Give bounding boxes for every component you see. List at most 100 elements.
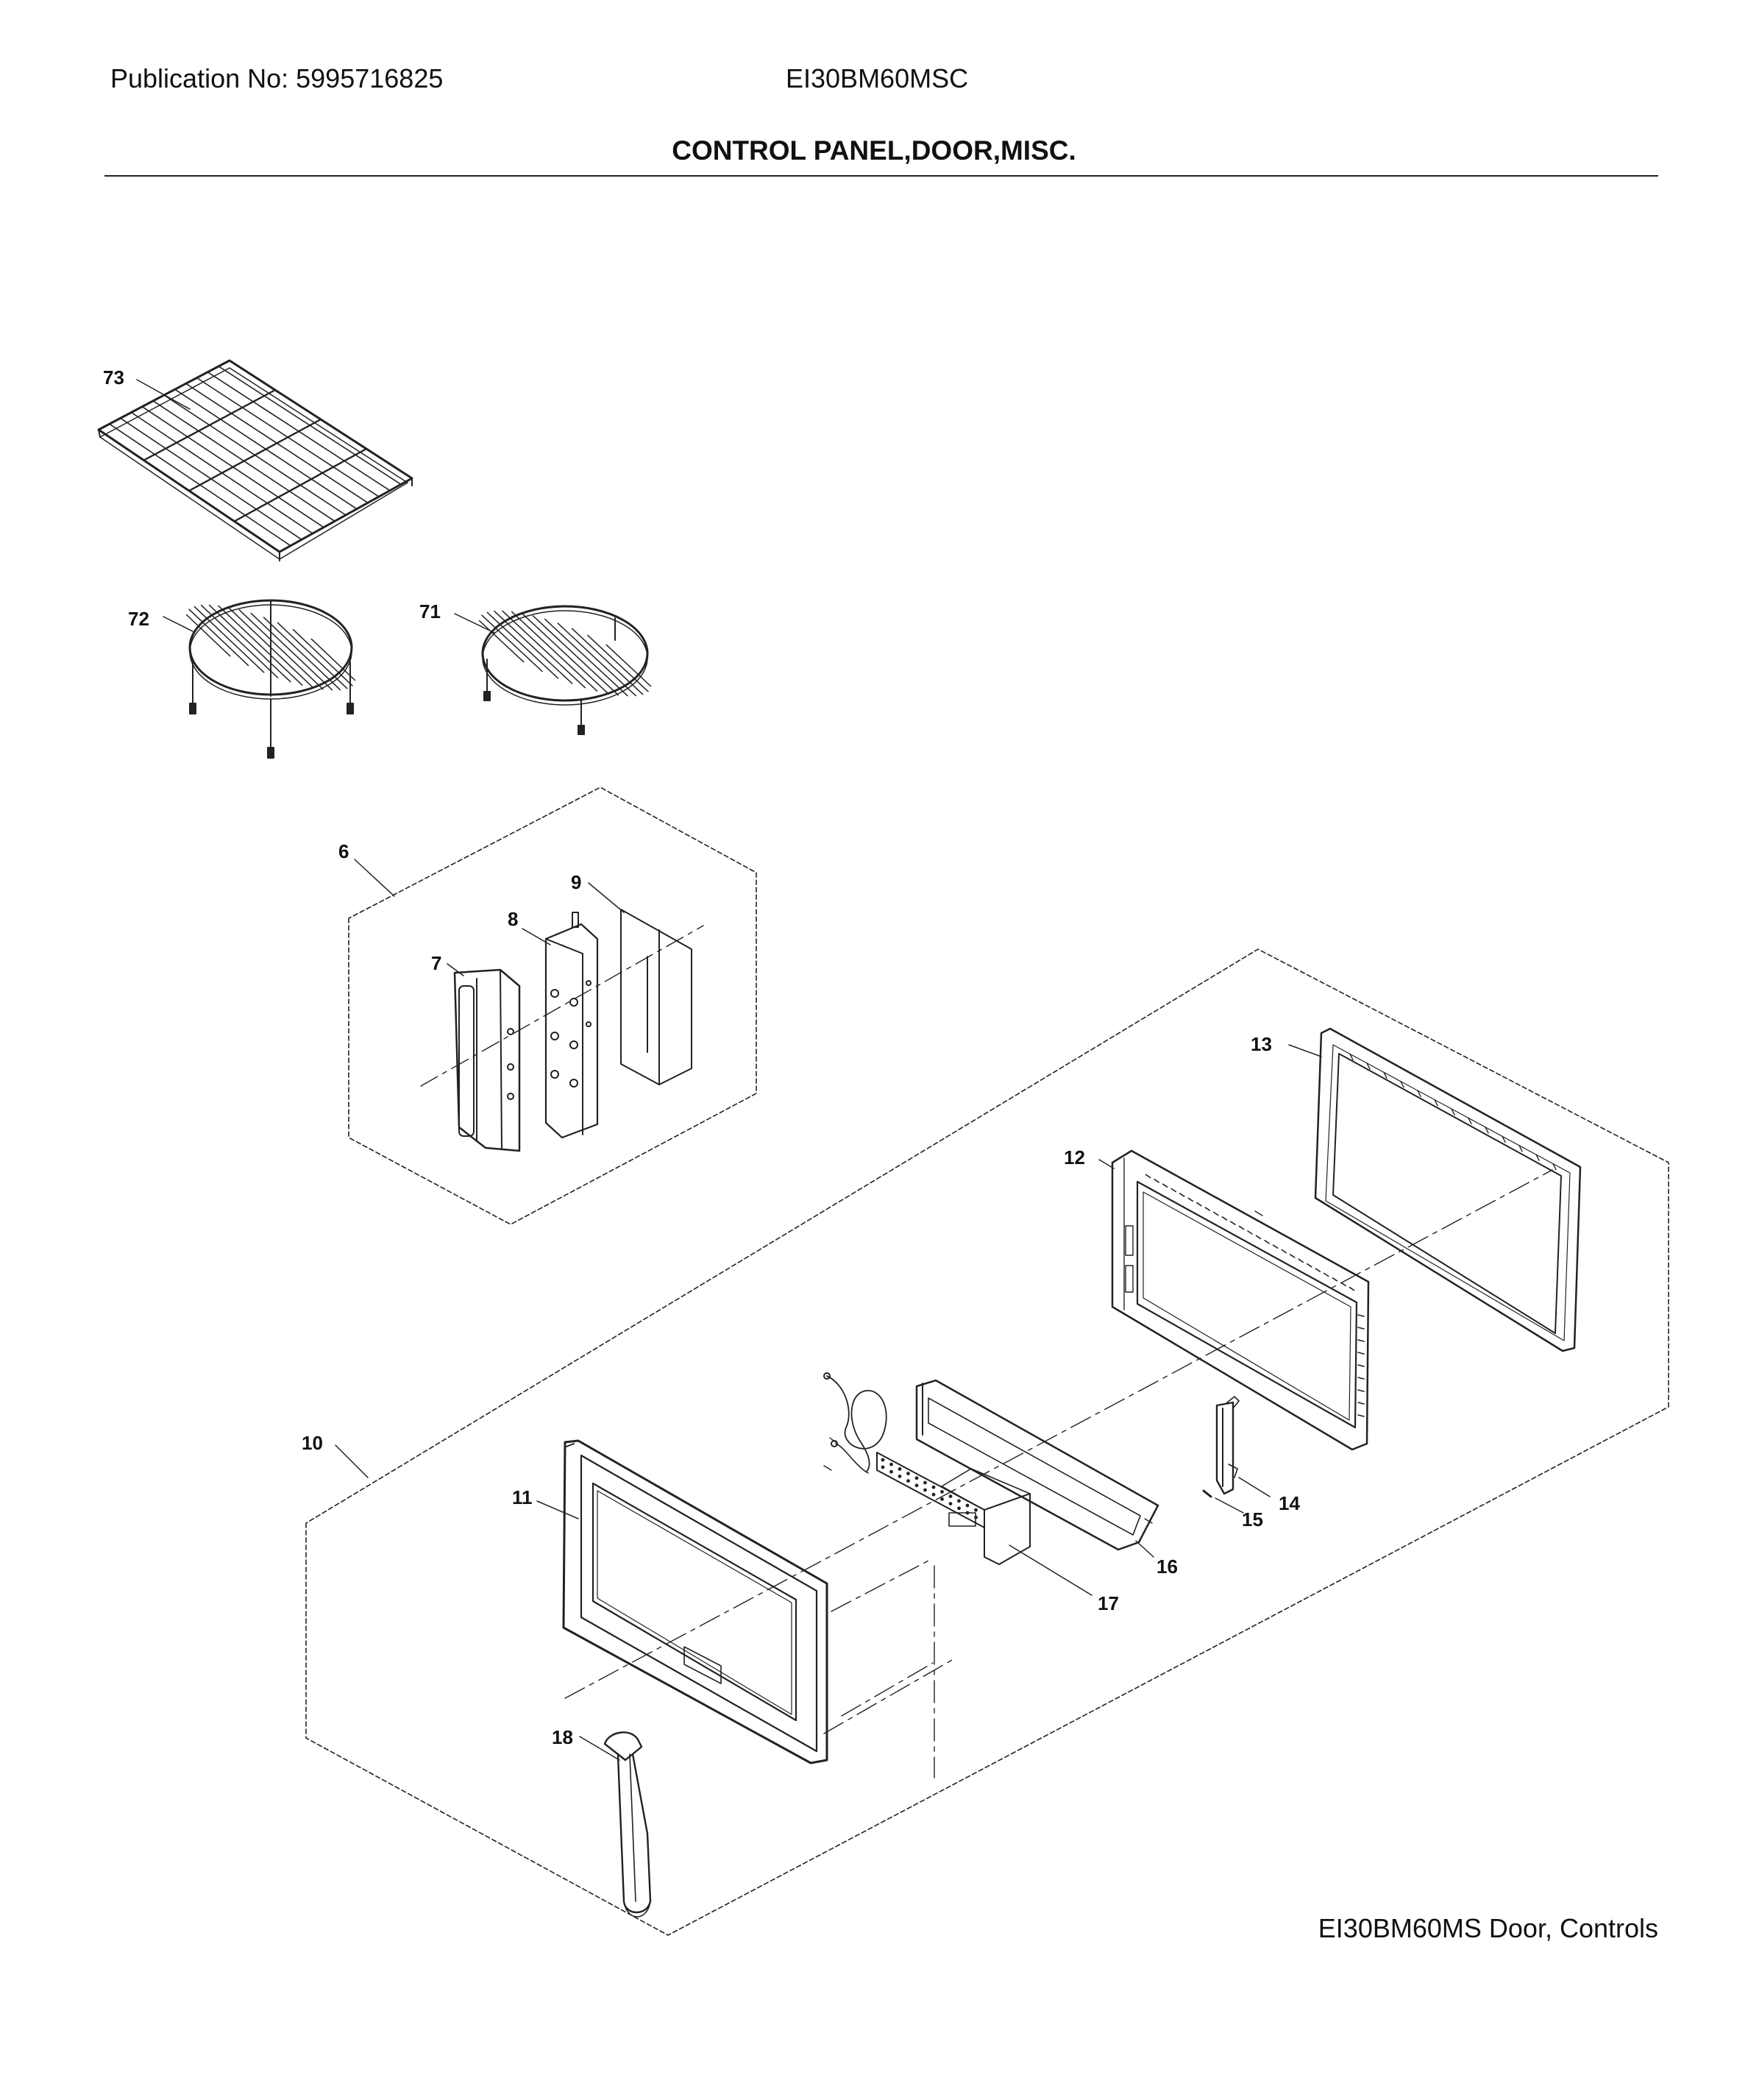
wire <box>605 644 652 687</box>
callout-6: 6 <box>338 840 349 862</box>
callout-16: 16 <box>1157 1556 1178 1578</box>
wire <box>1264 1240 1270 1244</box>
leader-10 <box>335 1444 369 1478</box>
wire <box>143 389 277 461</box>
wire <box>292 628 353 687</box>
callout-17: 17 <box>1098 1592 1119 1614</box>
wire <box>1357 1364 1365 1367</box>
board-pad <box>914 1483 919 1488</box>
leader-73 <box>136 379 191 410</box>
callout-8: 8 <box>508 908 518 930</box>
wire <box>1357 1314 1365 1317</box>
board-pad <box>898 1467 902 1471</box>
part-8-control-board <box>544 912 599 1139</box>
callout-10: 10 <box>302 1432 323 1454</box>
board-pad <box>923 1480 927 1485</box>
wire <box>1357 1327 1365 1330</box>
wire <box>200 604 279 678</box>
wire <box>1315 1268 1321 1272</box>
callout-14: 14 <box>1279 1492 1300 1514</box>
wire <box>233 447 368 522</box>
screw-marks <box>823 1210 1263 1524</box>
board-pad <box>923 1488 927 1492</box>
diagram-caption: EI30BM60MS Door, Controls <box>1318 1913 1658 1943</box>
part-11-outer-door <box>562 1439 828 1764</box>
board-pad <box>906 1472 910 1475</box>
leader-72 <box>163 616 193 632</box>
wire <box>1170 1188 1176 1193</box>
wire <box>1221 1216 1228 1221</box>
board-pad <box>931 1492 936 1497</box>
wire <box>1485 1127 1489 1134</box>
callout-12: 12 <box>1064 1146 1085 1168</box>
part-73-oven-rack <box>97 359 413 561</box>
callout-18: 18 <box>552 1726 573 1748</box>
header-rule <box>104 175 1658 177</box>
wire <box>502 610 586 689</box>
callout-9: 9 <box>571 871 581 893</box>
wire <box>1272 1244 1279 1249</box>
wire <box>1332 1277 1338 1282</box>
wire <box>494 610 573 684</box>
wire <box>263 617 341 691</box>
callout-15: 15 <box>1242 1508 1263 1530</box>
wire <box>1179 1193 1185 1197</box>
wire <box>544 618 628 697</box>
part-12-inner-door <box>1111 1149 1370 1451</box>
leader-11 <box>536 1500 579 1519</box>
board-pad <box>906 1479 910 1483</box>
part-14-latch-bracket <box>1215 1396 1240 1495</box>
wire <box>1162 1183 1168 1188</box>
wire <box>1340 1282 1346 1286</box>
wire <box>1383 1071 1388 1079</box>
wire <box>1468 1117 1472 1125</box>
wire <box>277 622 348 689</box>
wire <box>1238 1225 1245 1230</box>
board-pad <box>948 1494 953 1498</box>
wire <box>185 614 231 657</box>
board-pad <box>889 1462 893 1466</box>
wire <box>1247 1230 1253 1235</box>
wire <box>478 620 525 663</box>
wire <box>532 615 619 696</box>
callout-72: 72 <box>128 608 149 630</box>
wire <box>1434 1099 1438 1107</box>
leader-14 <box>1238 1477 1271 1497</box>
leader-7 <box>447 963 464 976</box>
wire <box>188 418 322 492</box>
callout-13: 13 <box>1251 1033 1272 1055</box>
wire <box>1417 1090 1421 1097</box>
board-pad <box>974 1508 978 1512</box>
callout-71: 71 <box>419 600 441 622</box>
board-pad <box>957 1499 961 1503</box>
wire <box>1187 1197 1193 1202</box>
wire <box>1400 1080 1404 1088</box>
part-18-door-handle <box>603 1731 652 1918</box>
wire <box>486 611 559 679</box>
wire <box>1281 1249 1287 1254</box>
leader-17 <box>1009 1544 1092 1596</box>
part-13-door-frame <box>1314 1027 1582 1352</box>
wire <box>1502 1135 1506 1143</box>
wire <box>310 638 356 681</box>
model-number: EI30BM60MSC <box>786 63 969 93</box>
callout-7: 7 <box>431 952 441 974</box>
leader-13 <box>1288 1044 1322 1057</box>
board-pad <box>948 1502 953 1505</box>
assembly-10-boundary <box>305 948 1669 1936</box>
leader-16 <box>1135 1540 1154 1558</box>
wire <box>1357 1377 1365 1380</box>
wire <box>193 606 265 673</box>
wire <box>218 605 303 686</box>
leader-9 <box>588 882 625 913</box>
wire <box>511 611 598 692</box>
wire <box>1145 1174 1151 1179</box>
wire <box>1451 1108 1455 1115</box>
wire <box>1289 1254 1296 1258</box>
wire <box>250 612 333 691</box>
wire <box>1255 1235 1262 1240</box>
leader-71 <box>454 613 495 634</box>
wire <box>1357 1414 1365 1417</box>
leader-12 <box>1098 1159 1115 1169</box>
